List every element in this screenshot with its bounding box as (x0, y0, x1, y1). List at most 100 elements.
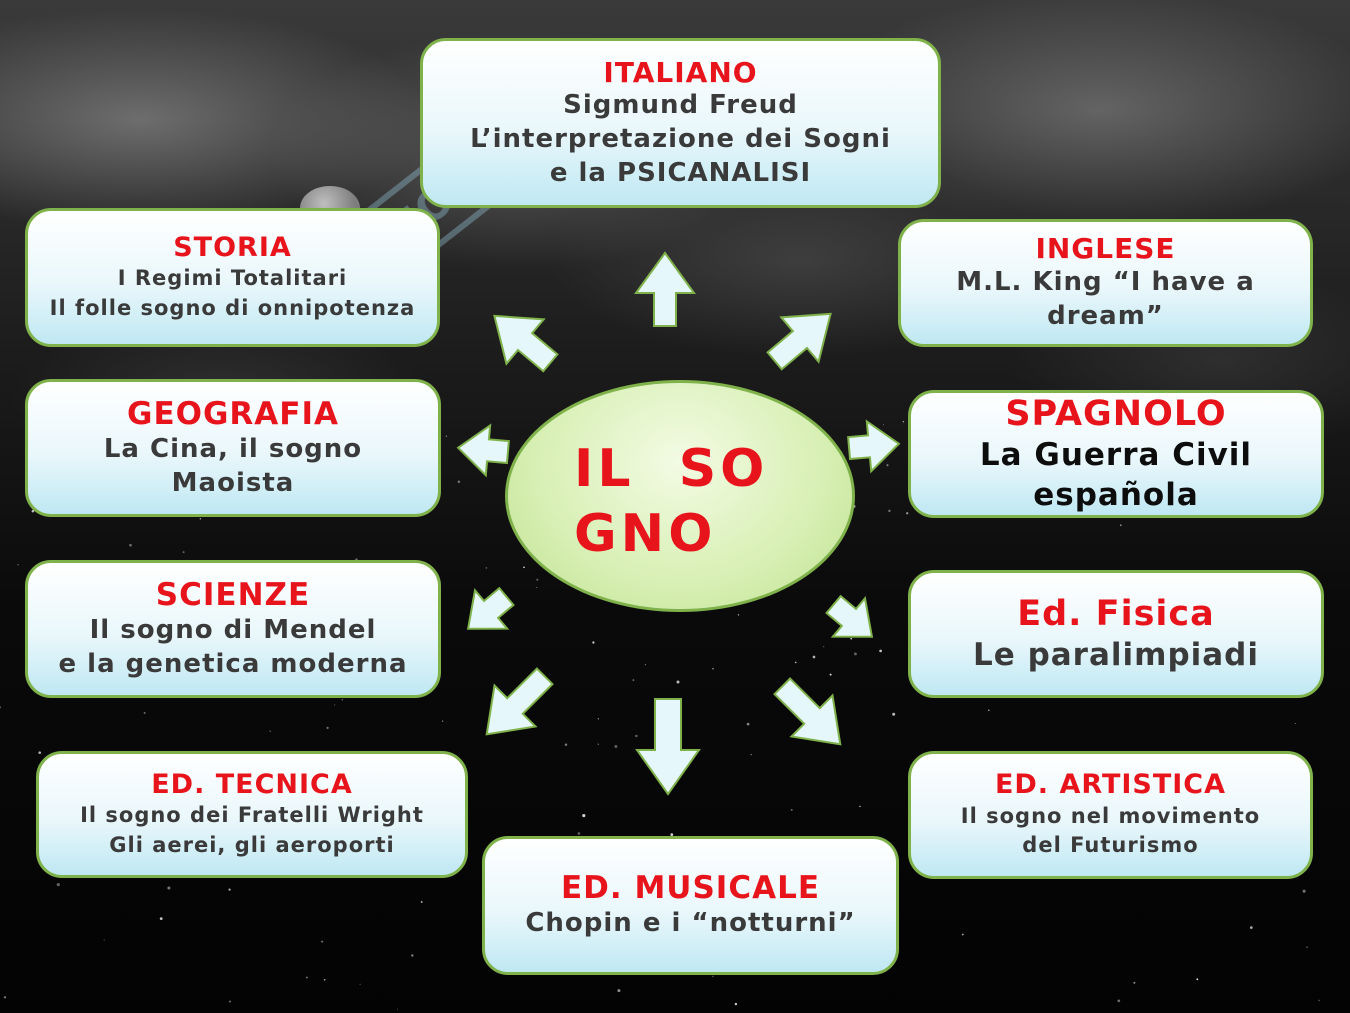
star (906, 512, 909, 515)
arrow-down-right (773, 677, 842, 746)
star (750, 753, 752, 756)
node-line: Il sogno nel movimento (960, 803, 1261, 828)
star (582, 814, 586, 818)
star (886, 464, 889, 467)
node-title: ED. MUSICALE (560, 870, 821, 906)
star (228, 888, 231, 891)
star (321, 940, 324, 943)
star (888, 509, 891, 513)
node-line: M.L. King “I have a (956, 267, 1255, 297)
star (1306, 946, 1308, 948)
star (167, 886, 171, 890)
star (988, 709, 990, 712)
node-ed-fisica: Ed. Fisica Le paralimpiadi (908, 570, 1324, 698)
star (712, 668, 714, 670)
node-line: Sigmund Freud (563, 90, 798, 121)
star (564, 743, 568, 746)
node-line: L’interpretazione dei Sogni (470, 123, 891, 154)
star (829, 673, 832, 676)
star (961, 933, 964, 936)
node-line: Il sogno di Mendel (89, 614, 377, 645)
arrow-down-right-short (825, 594, 874, 638)
node-scienze: SCIENZE Il sogno di Mendel e la genetica… (25, 560, 441, 698)
star (341, 699, 343, 701)
star (457, 480, 461, 484)
star (536, 587, 538, 588)
star (1294, 722, 1296, 725)
star (485, 567, 488, 569)
arrow-up-right (766, 312, 832, 371)
star (644, 664, 646, 666)
arrow-down-left-short (466, 586, 515, 630)
star (635, 734, 638, 738)
star (1133, 981, 1136, 984)
arrow-left (456, 423, 510, 478)
star (592, 641, 595, 644)
star (1117, 999, 1121, 1003)
node-title: ED. ARTISTICA (994, 769, 1227, 801)
star (229, 1000, 231, 1003)
star (129, 543, 132, 547)
node-title: ED. TECNICA (151, 768, 353, 800)
arrow-up (634, 251, 696, 327)
star (159, 917, 163, 920)
node-line: Chopin e i “notturni” (525, 908, 856, 939)
star (326, 726, 329, 730)
star (859, 805, 861, 808)
node-italiano: ITALIANO Sigmund Freud L’interpretazione… (420, 38, 941, 208)
node-title: ITALIANO (603, 55, 758, 89)
node-line: I Regimi Totalitari (117, 266, 348, 291)
node-line: dream” (1047, 300, 1164, 331)
star (1249, 926, 1253, 929)
arrow-right (847, 419, 901, 474)
star (577, 832, 581, 835)
star (670, 833, 674, 836)
star (323, 978, 326, 981)
node-inglese: INGLESE M.L. King “I have a dream” (898, 219, 1313, 347)
star (712, 975, 714, 978)
star (597, 743, 599, 745)
star (676, 680, 680, 684)
star (617, 989, 621, 993)
star (1119, 524, 1122, 527)
star (790, 808, 793, 811)
star (38, 751, 41, 754)
node-geografia: GEOGRAFIA La Cina, il sogno Maoista (25, 379, 441, 517)
node-title: SCIENZE (155, 576, 311, 613)
star (269, 730, 272, 733)
node-storia: STORIA I Regimi Totalitari Il folle sogn… (25, 208, 440, 347)
node-line: e la PSICANALISI (549, 157, 812, 188)
star (597, 718, 599, 720)
star (879, 649, 882, 653)
node-line: Maoista (171, 467, 295, 498)
node-title: Ed. Fisica (1017, 593, 1215, 634)
node-title: GEOGRAFIA (127, 395, 339, 432)
star (359, 983, 361, 985)
arrow-down (635, 698, 701, 796)
node-line: del Futurismo (1022, 833, 1199, 858)
star (614, 745, 618, 748)
star (892, 712, 896, 716)
node-line: Il folle sogno di onnipotenza (49, 295, 416, 320)
star (396, 1008, 399, 1010)
star (794, 661, 797, 664)
node-line: Gli aerei, gli aeroporti (109, 832, 395, 857)
node-line: Il sogno dei Fratelli Wright (80, 803, 424, 828)
star (3, 996, 7, 999)
star (0, 706, 2, 709)
center-label: IL SO GNO (574, 439, 769, 564)
center-node-il-sogno: IL SO GNO (505, 380, 855, 612)
star (902, 420, 905, 423)
star (103, 939, 105, 941)
node-title: INGLESE (1035, 232, 1176, 266)
star (850, 637, 853, 640)
star (445, 435, 447, 437)
node-line: Le paralimpiadi (973, 636, 1259, 673)
star (882, 424, 885, 426)
star (442, 720, 444, 722)
star (143, 711, 146, 714)
star (1318, 999, 1320, 1002)
star (812, 655, 816, 659)
star (1302, 889, 1306, 893)
